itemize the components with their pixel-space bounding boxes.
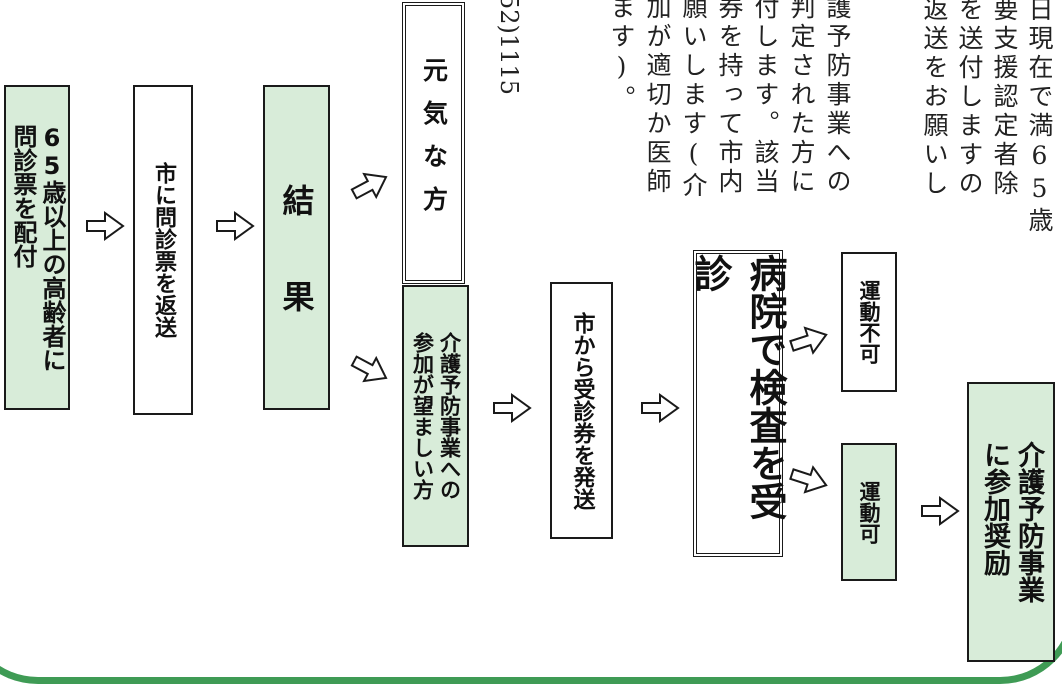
body-text-column: 護予防事業への [823, 0, 852, 197]
body-text-column: を送付しますの [955, 0, 984, 199]
outcome-recommended: 介護予防事業への 参加が望ましい方 [402, 285, 469, 547]
step-send-voucher: 市から受診券を発送 [550, 282, 613, 539]
body-text-column: 付します。該当 [751, 0, 780, 197]
body-text-column: 加が適切か医師 [643, 0, 672, 197]
step-result: 結 果 [263, 85, 330, 410]
body-text-column: ます)。 [607, 0, 636, 114]
body-text-column: 券を持って市内 [715, 0, 744, 197]
arrow-up-right-icon [347, 164, 394, 207]
body-text-column: 返送をお願いし [920, 0, 949, 199]
arrow-right-icon [216, 212, 254, 240]
body-text-column: 願いします(介 [679, 0, 708, 201]
step-distribute-questionnaire: 65歳以上の高齢者に 問診票を配付 [4, 85, 70, 410]
step-label: 市に問診票を返送 [151, 162, 176, 338]
step-label: 病院で検査を受診 [688, 254, 787, 520]
arrow-down-right-icon [347, 348, 394, 391]
arrow-right-icon [921, 497, 959, 525]
step-label: 結 果 [277, 183, 316, 312]
arrow-right-icon [493, 394, 531, 422]
step-label: 市から受診券を発送 [569, 311, 595, 510]
body-text-column: 日現在で満65歳 [1025, 0, 1054, 236]
outcome-healthy: 元気な方 [402, 2, 465, 284]
arrow-right-icon [641, 394, 679, 422]
arrow-right-icon [86, 212, 124, 240]
step-label: 65歳以上の高齢者に 問診票を配付 [9, 123, 66, 372]
step-encourage-participation: 介護予防事業 に参加奨励 [967, 382, 1055, 662]
step-label: 運動可 [857, 480, 881, 544]
rounded-green-frame [0, 560, 1062, 684]
phone-number: 52)1115 [495, 0, 523, 95]
outcome-exercise-ok: 運動可 [841, 443, 897, 581]
step-label: 介護予防事業 に参加奨励 [979, 441, 1044, 603]
step-label: 介護予防事業への 参加が望ましい方 [410, 332, 462, 500]
step-hospital-exam: 病院で検査を受診 [688, 250, 787, 557]
step-label: 元気な方 [419, 57, 449, 229]
body-text-column: 判定された方に [787, 0, 816, 197]
step-label: 運動不可 [857, 280, 881, 364]
body-text-column: 要支援認定者除 [990, 0, 1019, 199]
outcome-no-exercise: 運動不可 [841, 252, 897, 392]
step-return-questionnaire: 市に問診票を返送 [133, 85, 193, 415]
